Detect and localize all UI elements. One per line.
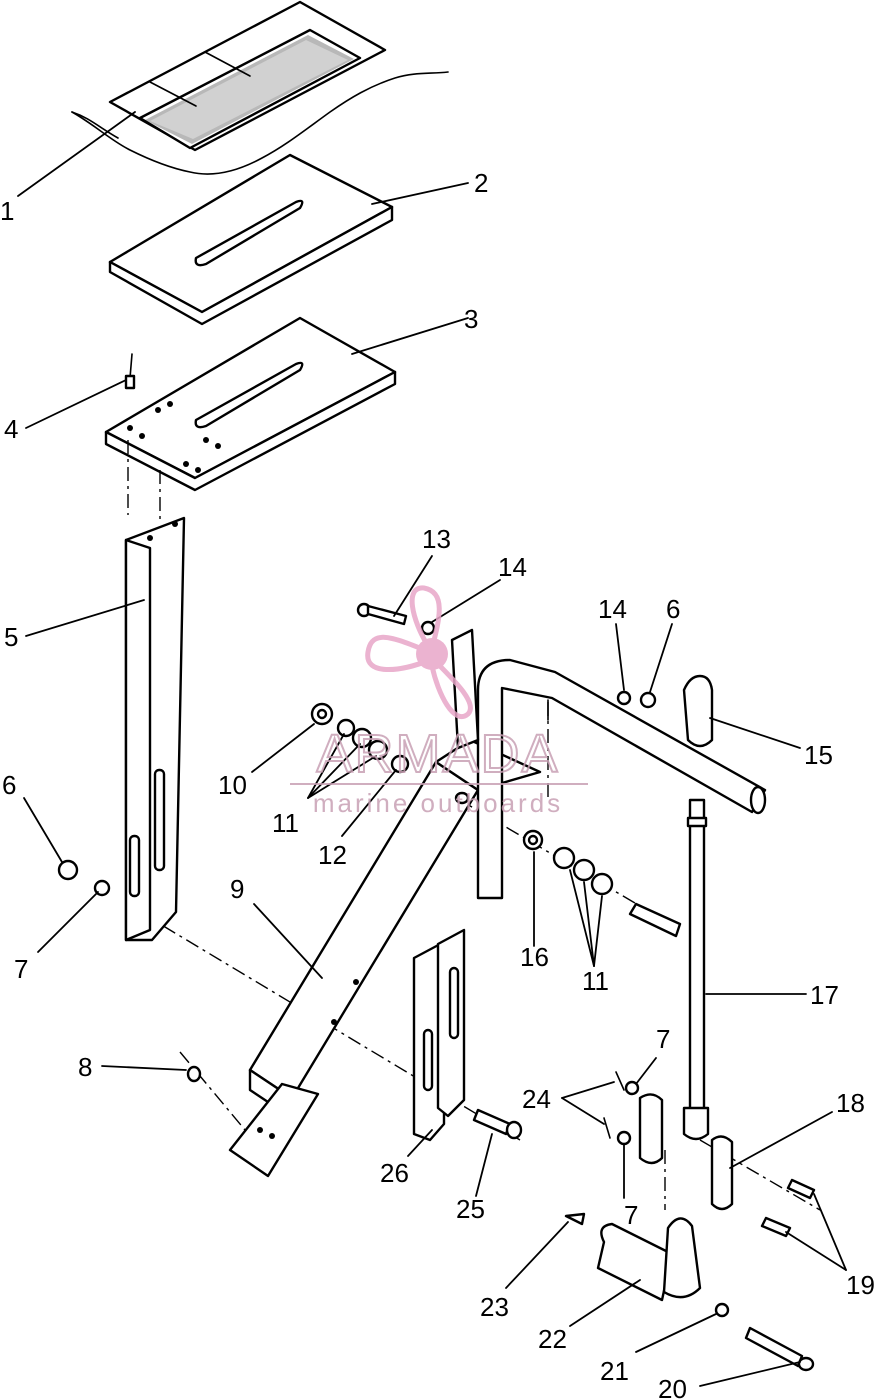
callout-26: 26 — [380, 1158, 409, 1188]
callout-21: 21 — [600, 1356, 629, 1386]
link-plate-left — [638, 1093, 664, 1165]
callout-2: 2 — [474, 168, 488, 198]
bolt-right — [628, 902, 682, 938]
callout-7-top: 7 — [656, 1024, 670, 1054]
part-10-nut — [310, 702, 334, 726]
part-23-pin — [564, 1212, 586, 1226]
callout-6-left: 6 — [2, 770, 16, 800]
part-3-mount-plate — [104, 316, 397, 492]
callout-8: 8 — [78, 1052, 92, 1082]
callout-5: 5 — [4, 622, 18, 652]
part-8-nut — [186, 1065, 202, 1083]
callout-11-right: 11 — [582, 966, 609, 996]
part-21-washer — [714, 1302, 730, 1318]
lower-arm — [662, 1217, 702, 1299]
part-17-rod — [682, 798, 710, 1141]
callout-11-left: 11 — [272, 808, 299, 838]
part-25-bolt — [472, 1108, 523, 1140]
callout-16: 16 — [520, 942, 549, 972]
part-13-bolt — [356, 602, 408, 626]
callout-12: 12 — [318, 840, 347, 870]
leader-lines — [17, 111, 847, 1387]
part-14-washer-right — [616, 690, 632, 706]
callout-25: 25 — [456, 1194, 485, 1224]
callout-23: 23 — [480, 1292, 509, 1322]
part-14-washer-top — [420, 620, 436, 636]
callout-10: 10 — [218, 770, 247, 800]
callout-14-top: 14 — [498, 552, 527, 582]
part-6-nut-right — [639, 691, 657, 709]
part-1-cover — [71, 0, 449, 175]
part-2-plate — [108, 153, 394, 326]
part-24-cotter-pins — [603, 1071, 625, 1139]
part-22-sleeve — [596, 1222, 674, 1302]
part-18-link — [710, 1135, 734, 1211]
callout-19: 19 — [846, 1270, 875, 1300]
part-12-washer — [390, 754, 410, 774]
callout-4: 4 — [4, 414, 18, 444]
callout-24: 24 — [522, 1084, 551, 1114]
propeller-logo-icon — [365, 585, 473, 719]
callout-18: 18 — [836, 1088, 865, 1118]
callout-17: 17 — [810, 980, 839, 1010]
part-11-washers-left — [336, 718, 389, 761]
part-5-bracket — [124, 516, 186, 942]
part-6-nut-left — [57, 859, 79, 881]
callout-14-right: 14 — [598, 594, 627, 624]
callout-7-left: 7 — [14, 954, 28, 984]
part-11-washers-right — [552, 846, 614, 896]
callout-22: 22 — [538, 1324, 567, 1354]
alignment-lines — [127, 440, 821, 1211]
callout-7-bottom: 7 — [624, 1200, 638, 1230]
part-19-pins — [760, 1178, 816, 1238]
callout-6-right: 6 — [666, 594, 680, 624]
part-16-washer — [522, 829, 544, 851]
callout-3: 3 — [464, 304, 478, 334]
callout-15: 15 — [804, 740, 833, 770]
part-7-washers-right — [616, 1080, 640, 1146]
part-20-bolt — [744, 1326, 815, 1372]
callout-1: 1 — [0, 196, 14, 226]
watermark-tagline: marine outboards — [313, 788, 563, 818]
part-15-knob — [682, 674, 714, 748]
callout-20: 20 — [658, 1374, 687, 1400]
callout-13: 13 — [422, 524, 451, 554]
callout-labels: 1 2 3 4 5 6 7 8 9 10 11 12 13 14 14 6 15… — [0, 168, 875, 1400]
part-26-slotted-plates — [412, 928, 466, 1142]
callout-9: 9 — [230, 874, 244, 904]
tiller-handle-tube — [476, 658, 767, 900]
watermark-brand: ARMADA — [316, 724, 559, 784]
watermark: ARMADA marine outboards — [290, 585, 588, 818]
part-4-screw — [124, 353, 136, 390]
